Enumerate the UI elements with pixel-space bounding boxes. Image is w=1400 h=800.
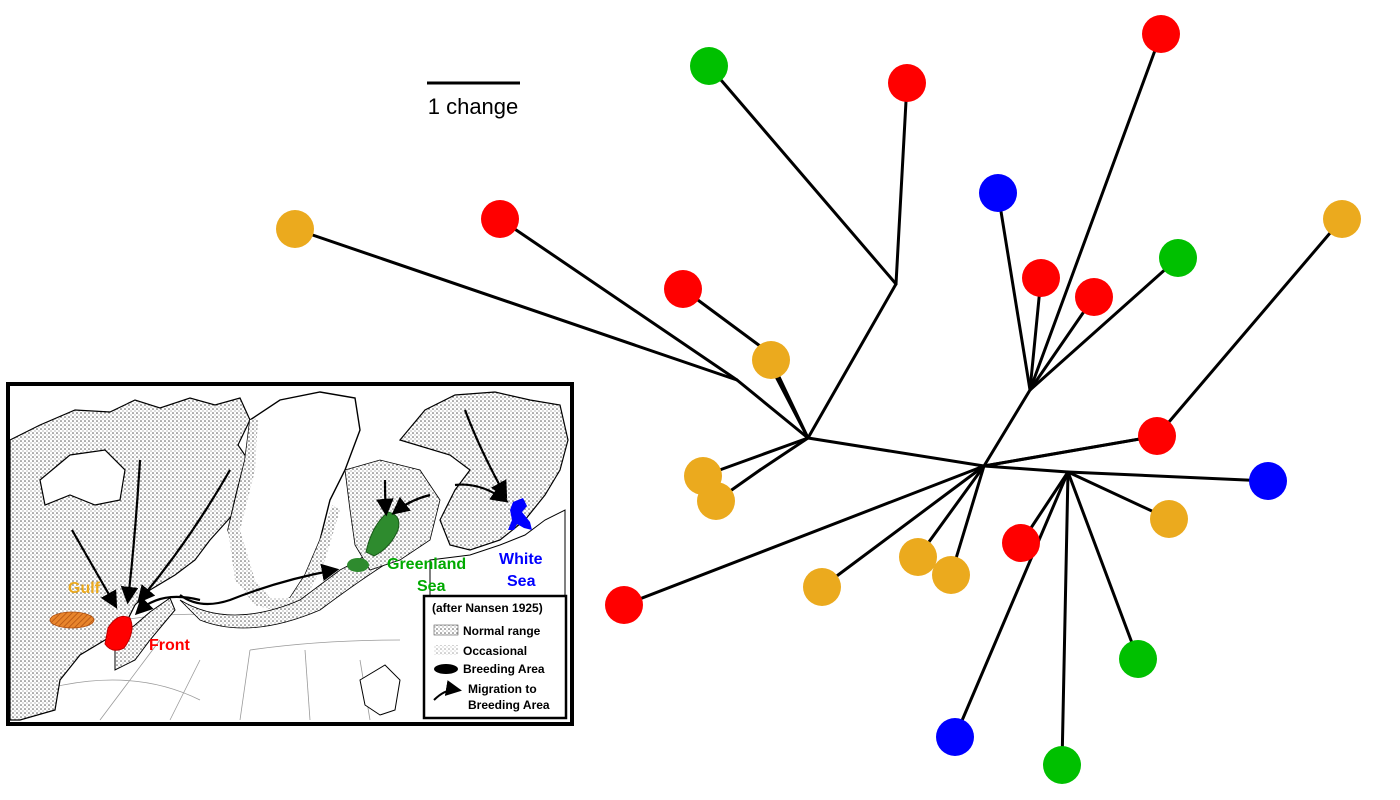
map-legend: (after Nansen 1925) Normal range Occasio… [422, 594, 568, 720]
tree-leaf-gulf [752, 341, 790, 379]
tree-branch [1060, 470, 1070, 767]
greenland-sea-region-label-line2: Sea [417, 578, 446, 595]
map-scandinavia [398, 391, 569, 551]
tree-leaf-gulf [276, 210, 314, 248]
tree-leaf-blue [1249, 462, 1287, 500]
tree-leaf-front [1075, 278, 1113, 316]
legend-migration-line1: Migration to [468, 682, 537, 696]
tree-leaf-front [888, 64, 926, 102]
tree-branch [894, 81, 909, 286]
tree-leaf-gulf [803, 568, 841, 606]
tree-branch [982, 434, 1159, 468]
tree-branch [707, 64, 898, 286]
tree-internal-branch [982, 388, 1032, 468]
tree-leaf-front [605, 586, 643, 624]
tree-leaf-gulf [932, 556, 970, 594]
tree-leaf-greenland [1159, 239, 1197, 277]
white-sea-region-label-line1: White [499, 551, 543, 568]
tree-leaves [276, 15, 1361, 784]
tree-leaf-gulf [899, 538, 937, 576]
tree-branch [758, 436, 810, 472]
tree-internal-branch [735, 378, 810, 440]
tree-leaf-front [1142, 15, 1180, 53]
white-sea-breeding-area [508, 498, 532, 530]
tree-branch [1066, 470, 1140, 661]
tree-leaf-front [1022, 259, 1060, 297]
tree-leaf-front [481, 200, 519, 238]
legend-occasional: Occasional [463, 644, 527, 658]
tree-leaf-blue [936, 718, 974, 756]
gulf-breeding-area [49, 611, 95, 629]
migration-arrows [71, 409, 509, 616]
front-breeding-area [104, 615, 133, 651]
tree-branch [1028, 256, 1180, 392]
tree-branch [953, 470, 1070, 739]
tree-leaf-gulf [1150, 500, 1188, 538]
legend-normal-range-swatch [433, 624, 459, 636]
legend-breeding-area-swatch [434, 664, 458, 674]
legend-occasional-swatch [434, 645, 458, 655]
tree-internal-branch [806, 282, 898, 440]
greenland-sea-breeding-area-north [365, 511, 400, 557]
tree-leaf-greenland [1043, 746, 1081, 784]
tree-leaf-front [1138, 417, 1176, 455]
tree-leaf-gulf [697, 482, 735, 520]
tree-branch [498, 217, 739, 382]
legend-breeding-area: Breeding Area [463, 662, 545, 676]
tree-branch [293, 227, 739, 382]
legend-migration-line2: Breeding Area [468, 698, 550, 712]
tree-leaf-front [664, 270, 702, 308]
legend-normal-range: Normal range [463, 624, 541, 638]
gulf-region-label: Gulf [68, 580, 101, 597]
inset-map: Gulf Front Greenland Sea White Sea (afte… [6, 382, 574, 726]
scale-bar-label: 1 change [428, 94, 519, 119]
tree-internal-branch [806, 436, 986, 468]
tree-branch [1028, 32, 1163, 392]
tree-branch [820, 464, 986, 589]
tree-branch [1066, 470, 1270, 483]
greenland-sea-breeding-area-south [347, 558, 369, 572]
tree-leaf-gulf [1323, 200, 1361, 238]
tree-branch [622, 464, 986, 607]
legend-source: (after Nansen 1925) [432, 601, 543, 615]
map-hudson-bay [39, 449, 126, 506]
tree-leaf-blue [979, 174, 1017, 212]
legend-migration-arrow-icon [433, 680, 462, 701]
greenland-sea-region-label-line1: Greenland [387, 556, 466, 573]
tree-leaf-greenland [690, 47, 728, 85]
tree-branch [1155, 217, 1344, 438]
tree-leaf-front [1002, 524, 1040, 562]
tree-internal-branch [982, 464, 1070, 474]
front-region-label: Front [149, 637, 191, 654]
tree-branch [996, 191, 1032, 392]
tree-leaf-greenland [1119, 640, 1157, 678]
white-sea-region-label-line2: Sea [507, 573, 536, 590]
